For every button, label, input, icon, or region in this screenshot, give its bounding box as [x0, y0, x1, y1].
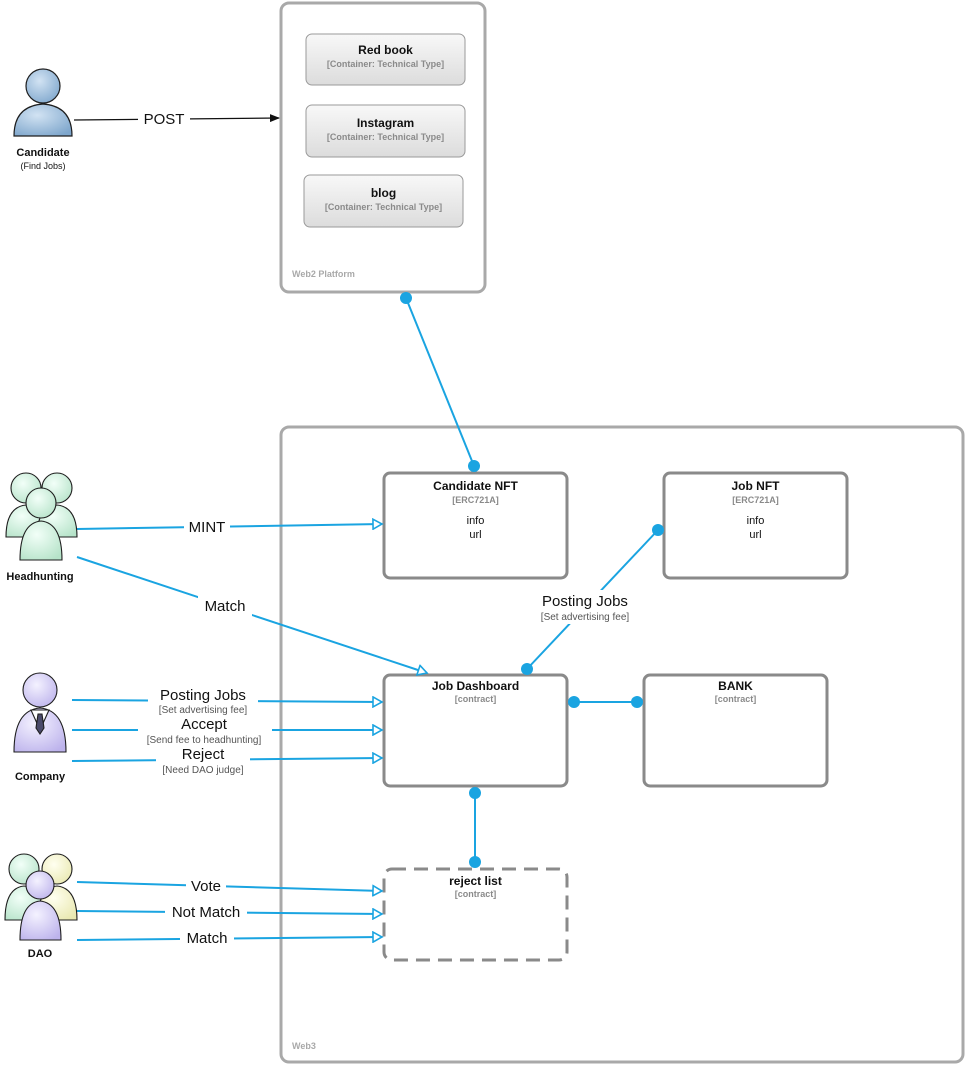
reject-list-title: reject list [449, 874, 502, 888]
job-nft-url: url [749, 529, 761, 541]
candidate-nft-url: url [469, 529, 481, 541]
actor-candidate-sub: (Find Jobs) [20, 161, 65, 171]
edge-not-match: Not Match [76, 902, 382, 922]
edge-match-dao-label: Match [187, 930, 228, 947]
businessman-icon [13, 672, 67, 753]
container-instagram-title: Instagram [357, 116, 414, 130]
edge-match-headhunting-label: Match [205, 598, 246, 615]
container-red-book-title: Red book [358, 43, 413, 57]
job-nft-title: Job NFT [732, 479, 781, 493]
container-blog-title: blog [371, 186, 396, 200]
web2-boundary-label: Web2 Platform [292, 269, 355, 279]
actor-dao[interactable]: DAO [4, 853, 78, 960]
edge-posting-jobs-company-sub: [Set advertising fee] [159, 705, 248, 716]
web3-boundary-label: Web3 [292, 1041, 316, 1051]
container-blog[interactable]: blog [Container: Technical Type] [303, 174, 464, 228]
actor-candidate-name: Candidate [16, 147, 69, 159]
actor-headhunting[interactable]: Headhunting [5, 472, 78, 583]
component-job-dashboard[interactable]: Job Dashboard [contract] [382, 673, 569, 788]
reject-list-tech: [contract] [455, 889, 497, 899]
edge-posting-jobs-nft: Posting Jobs [Set advertising fee] [521, 524, 664, 675]
actor-headhunting-name: Headhunting [6, 571, 73, 583]
edge-post-label: POST [144, 111, 185, 128]
edge-match-dao: Match [76, 928, 382, 948]
edge-posting-jobs-nft-label: Posting Jobs [542, 593, 628, 610]
edge-accept: Accept [Send fee to headhunting] [72, 715, 382, 746]
candidate-nft-info: info [467, 515, 485, 527]
container-instagram-tech: [Container: Technical Type] [327, 132, 444, 142]
job-dashboard-tech: [contract] [455, 694, 497, 704]
edge-mint: MINT [76, 517, 382, 537]
edge-dashboard-bank [568, 696, 643, 708]
edge-match-headhunting: Match [76, 556, 427, 673]
edge-not-match-label: Not Match [172, 904, 240, 921]
component-bank[interactable]: BANK [contract] [642, 673, 829, 788]
bank-title: BANK [718, 679, 753, 693]
edge-accept-label: Accept [181, 716, 228, 733]
candidate-nft-title: Candidate NFT [433, 479, 518, 493]
job-nft-tech: [ERC721A] [732, 495, 779, 505]
container-blog-tech: [Container: Technical Type] [325, 202, 442, 212]
container-red-book[interactable]: Red book [Container: Technical Type] [305, 33, 466, 86]
edge-posting-jobs-company: Posting Jobs [Set advertising fee] [71, 685, 382, 717]
edge-posting-jobs-company-label: Posting Jobs [160, 687, 246, 704]
edge-accept-sub: [Send fee to headhunting] [147, 735, 262, 746]
component-reject-list[interactable]: reject list [contract] [382, 867, 569, 962]
job-nft-info: info [747, 515, 765, 527]
edge-reject: Reject [Need DAO judge] [71, 745, 382, 776]
container-red-book-tech: [Container: Technical Type] [327, 59, 444, 69]
edge-vote-label: Vote [191, 878, 221, 895]
edge-web2-to-candidate-nft [400, 292, 480, 472]
multicolor-group-icon [4, 853, 78, 941]
edge-mint-label: MINT [189, 519, 226, 536]
container-instagram[interactable]: Instagram [Container: Technical Type] [305, 104, 466, 158]
job-dashboard-title: Job Dashboard [432, 679, 519, 693]
edge-dashboard-reject-list [469, 787, 481, 868]
candidate-nft-tech: [ERC721A] [452, 495, 499, 505]
group-people-icon [5, 472, 78, 561]
component-candidate-nft[interactable]: Candidate NFT [ERC721A] info url [382, 471, 569, 580]
actor-company-name: Company [15, 771, 66, 783]
edge-posting-jobs-nft-sub: [Set advertising fee] [541, 612, 630, 623]
edge-vote: Vote [76, 876, 382, 896]
bank-tech: [contract] [715, 694, 757, 704]
actor-candidate[interactable]: Candidate (Find Jobs) [13, 68, 73, 171]
component-job-nft[interactable]: Job NFT [ERC721A] info url [662, 471, 849, 580]
actor-company[interactable]: Company [13, 672, 67, 783]
actor-dao-name: DAO [28, 948, 53, 960]
edge-post: POST [73, 108, 280, 128]
edge-reject-sub: [Need DAO judge] [162, 765, 243, 776]
edge-reject-label: Reject [182, 746, 225, 763]
single-person-icon [13, 68, 73, 137]
